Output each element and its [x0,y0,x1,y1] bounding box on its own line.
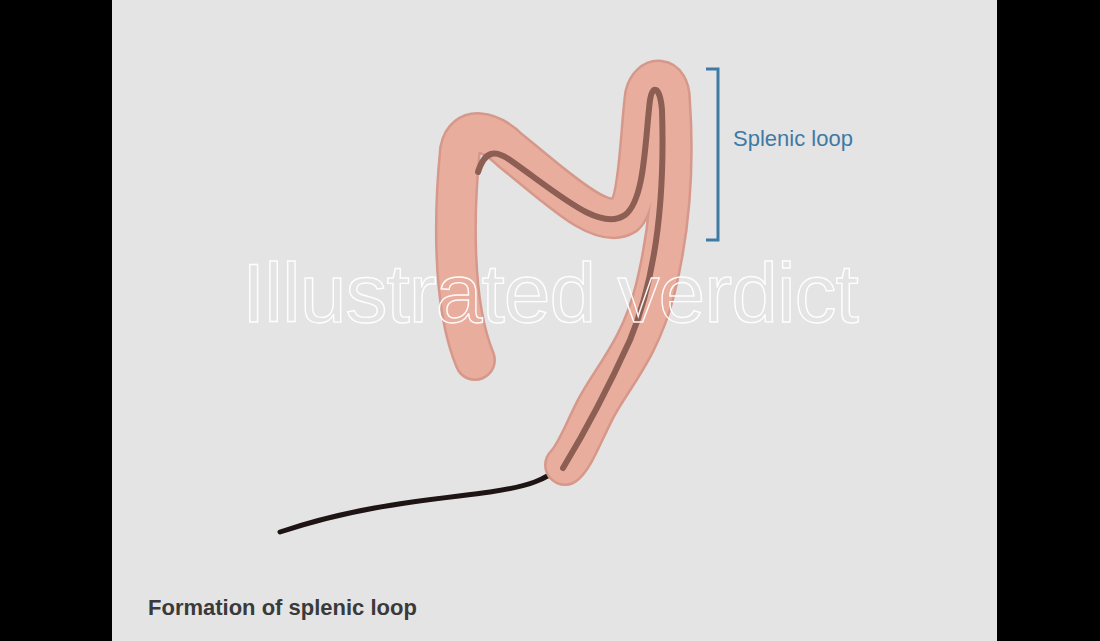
colonoscope-cable [280,466,562,532]
caption: Formation of splenic loop [148,595,417,621]
watermark: Illustrated verdict [242,245,858,342]
panel [112,0,997,641]
part-label: Splenic loop [733,126,853,152]
bracket [706,69,718,240]
